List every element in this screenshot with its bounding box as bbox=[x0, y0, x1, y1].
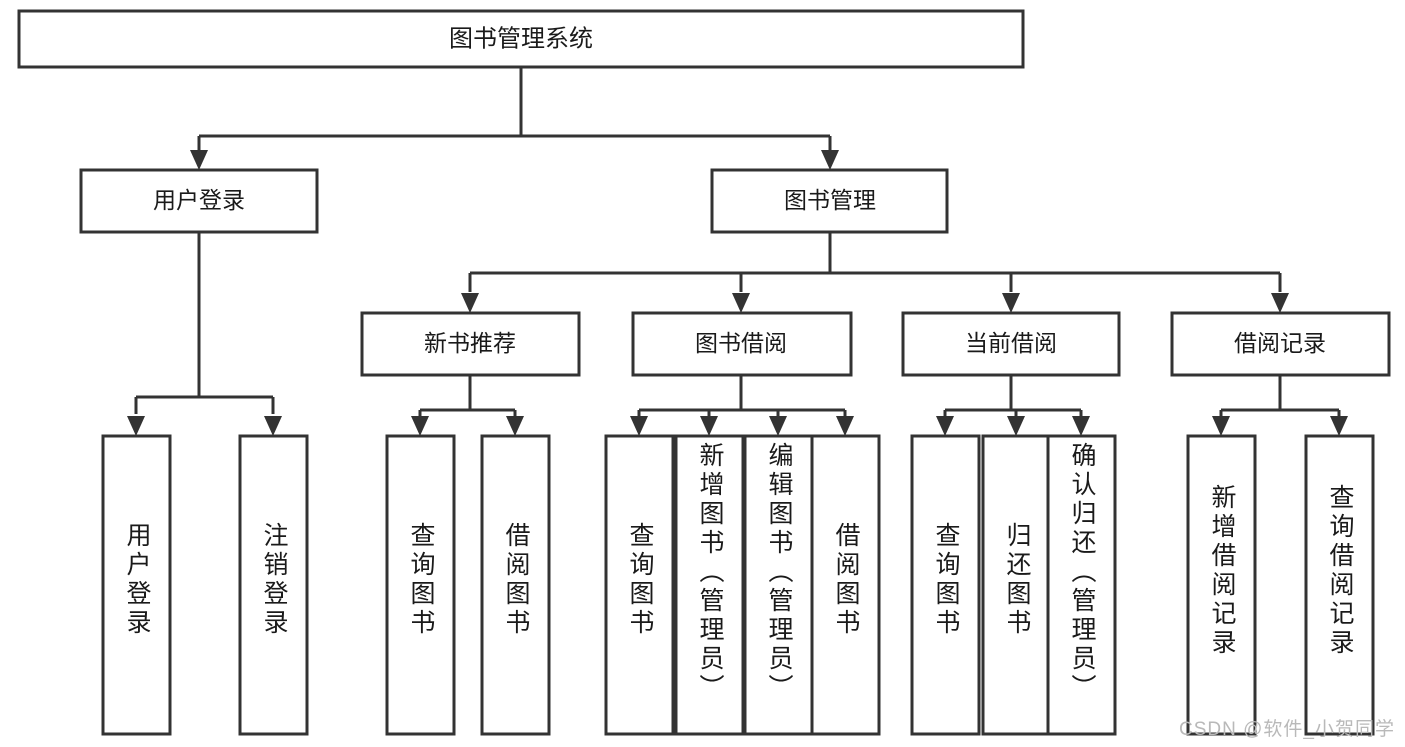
node-user-login[interactable]: 用户登录 bbox=[79, 168, 319, 234]
connector-root-to-level2 bbox=[190, 67, 839, 170]
node-new-book-recommend[interactable]: 新书推荐 bbox=[360, 311, 581, 377]
node-book-borrow[interactable]: 图书借阅 bbox=[631, 311, 853, 377]
leaf-box[interactable] bbox=[743, 434, 814, 736]
node-root[interactable]: 图书管理系统 bbox=[17, 9, 1025, 69]
leaf-box[interactable] bbox=[674, 434, 745, 736]
connector-current-to-leaves bbox=[936, 375, 1090, 436]
connector-borrow-to-leaves bbox=[630, 375, 854, 436]
arrow-icon bbox=[190, 150, 208, 170]
arrow-icon bbox=[1002, 293, 1020, 313]
node-book-management-label: 图书管理 bbox=[784, 187, 876, 213]
arrow-icon bbox=[1271, 293, 1289, 313]
arrow-icon bbox=[461, 293, 479, 313]
arrow-icon bbox=[411, 416, 429, 436]
leaf-box[interactable] bbox=[480, 434, 551, 736]
node-user-login-label: 用户登录 bbox=[153, 187, 245, 213]
arrow-icon bbox=[836, 416, 854, 436]
leaf-box[interactable] bbox=[1304, 434, 1375, 736]
arrow-icon bbox=[1330, 416, 1348, 436]
leaf-box[interactable] bbox=[238, 434, 309, 736]
connector-booklib-to-level3 bbox=[461, 232, 1289, 313]
node-new-book-recommend-label: 新书推荐 bbox=[424, 330, 516, 356]
arrow-icon bbox=[769, 416, 787, 436]
node-book-borrow-label: 图书借阅 bbox=[695, 330, 787, 356]
node-borrow-records[interactable]: 借阅记录 bbox=[1170, 311, 1391, 377]
arrow-icon bbox=[1212, 416, 1230, 436]
arrow-icon bbox=[1007, 416, 1025, 436]
arrow-icon bbox=[821, 150, 839, 170]
connector-records-to-leaves bbox=[1212, 375, 1348, 436]
arrow-icon bbox=[1072, 416, 1090, 436]
leaf-box[interactable] bbox=[910, 434, 981, 736]
arrow-icon bbox=[127, 416, 145, 436]
arrow-icon bbox=[936, 416, 954, 436]
leaf-box[interactable] bbox=[604, 434, 675, 736]
arrow-icon bbox=[732, 293, 750, 313]
arrow-icon bbox=[630, 416, 648, 436]
arrow-icon bbox=[264, 416, 282, 436]
leaf-box[interactable] bbox=[385, 434, 456, 736]
leaf-box[interactable] bbox=[810, 434, 881, 736]
leaf-box[interactable] bbox=[1186, 434, 1257, 736]
node-current-borrow[interactable]: 当前借阅 bbox=[901, 311, 1121, 377]
leaf-box[interactable] bbox=[1046, 434, 1117, 736]
leaf-box[interactable] bbox=[981, 434, 1052, 736]
leaf-boxes bbox=[101, 434, 1375, 736]
connector-newbook-to-leaves bbox=[411, 375, 524, 436]
leaf-box[interactable] bbox=[101, 434, 172, 736]
node-root-label: 图书管理系统 bbox=[449, 25, 593, 52]
arrow-icon bbox=[700, 416, 718, 436]
node-borrow-records-label: 借阅记录 bbox=[1234, 330, 1326, 356]
node-book-management[interactable]: 图书管理 bbox=[710, 168, 949, 234]
connector-userlogin-to-leaves bbox=[127, 232, 282, 436]
arrow-icon bbox=[506, 416, 524, 436]
node-current-borrow-label: 当前借阅 bbox=[965, 330, 1057, 356]
